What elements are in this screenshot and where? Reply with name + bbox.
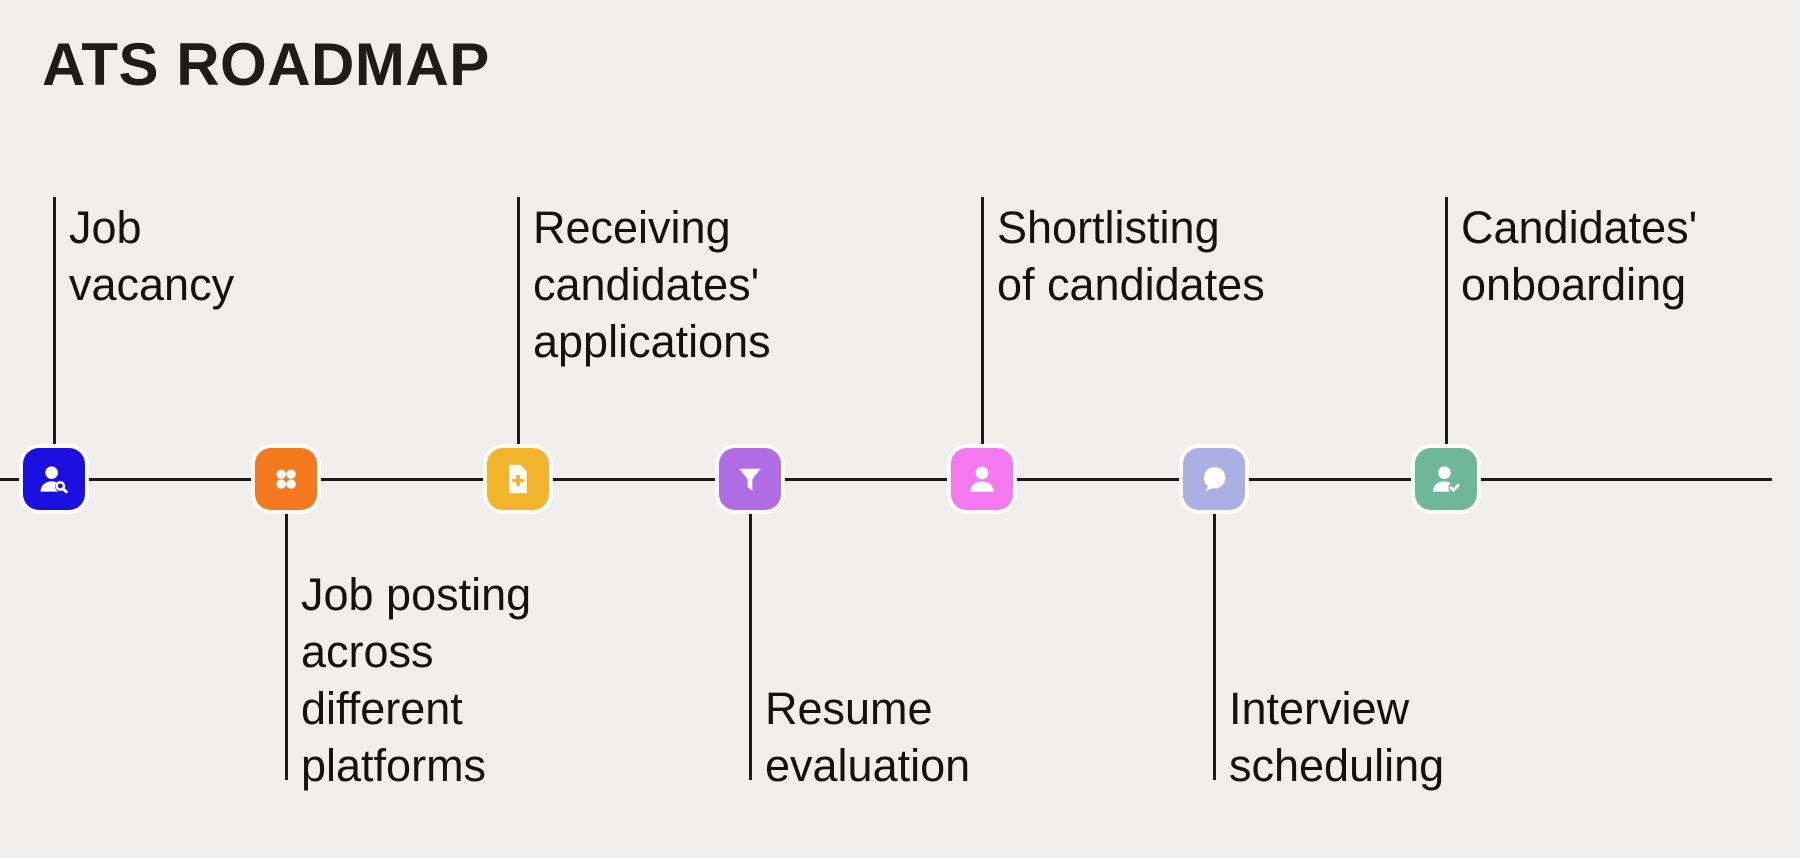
connector-line (748, 509, 752, 780)
user-icon (951, 448, 1013, 510)
connector-line (980, 197, 984, 449)
milestone-label: Resume evaluation (765, 683, 971, 791)
chat-bubble-icon (1183, 448, 1245, 510)
milestone-label: Job vacancy (69, 202, 235, 310)
user-check-icon (1415, 448, 1477, 510)
milestone-label: Interview scheduling (1229, 683, 1445, 791)
connector-line (1444, 197, 1448, 449)
connector-line (52, 197, 56, 449)
timeline-axis (0, 478, 1772, 481)
document-add-icon (487, 448, 549, 510)
milestone-label: Job posting across different platforms (301, 569, 532, 791)
milestone-label: Shortlisting of candidates (997, 202, 1265, 310)
connector-line (516, 197, 520, 449)
grid-dots-icon (255, 448, 317, 510)
connector-line (1212, 509, 1216, 780)
milestone-label: Receiving candidates' applications (533, 202, 771, 367)
page-title: ATS ROADMAP (42, 31, 490, 98)
user-search-icon (23, 448, 85, 510)
funnel-icon (719, 448, 781, 510)
connector-line (284, 509, 288, 780)
milestone-label: Candidates' onboarding (1461, 202, 1698, 310)
